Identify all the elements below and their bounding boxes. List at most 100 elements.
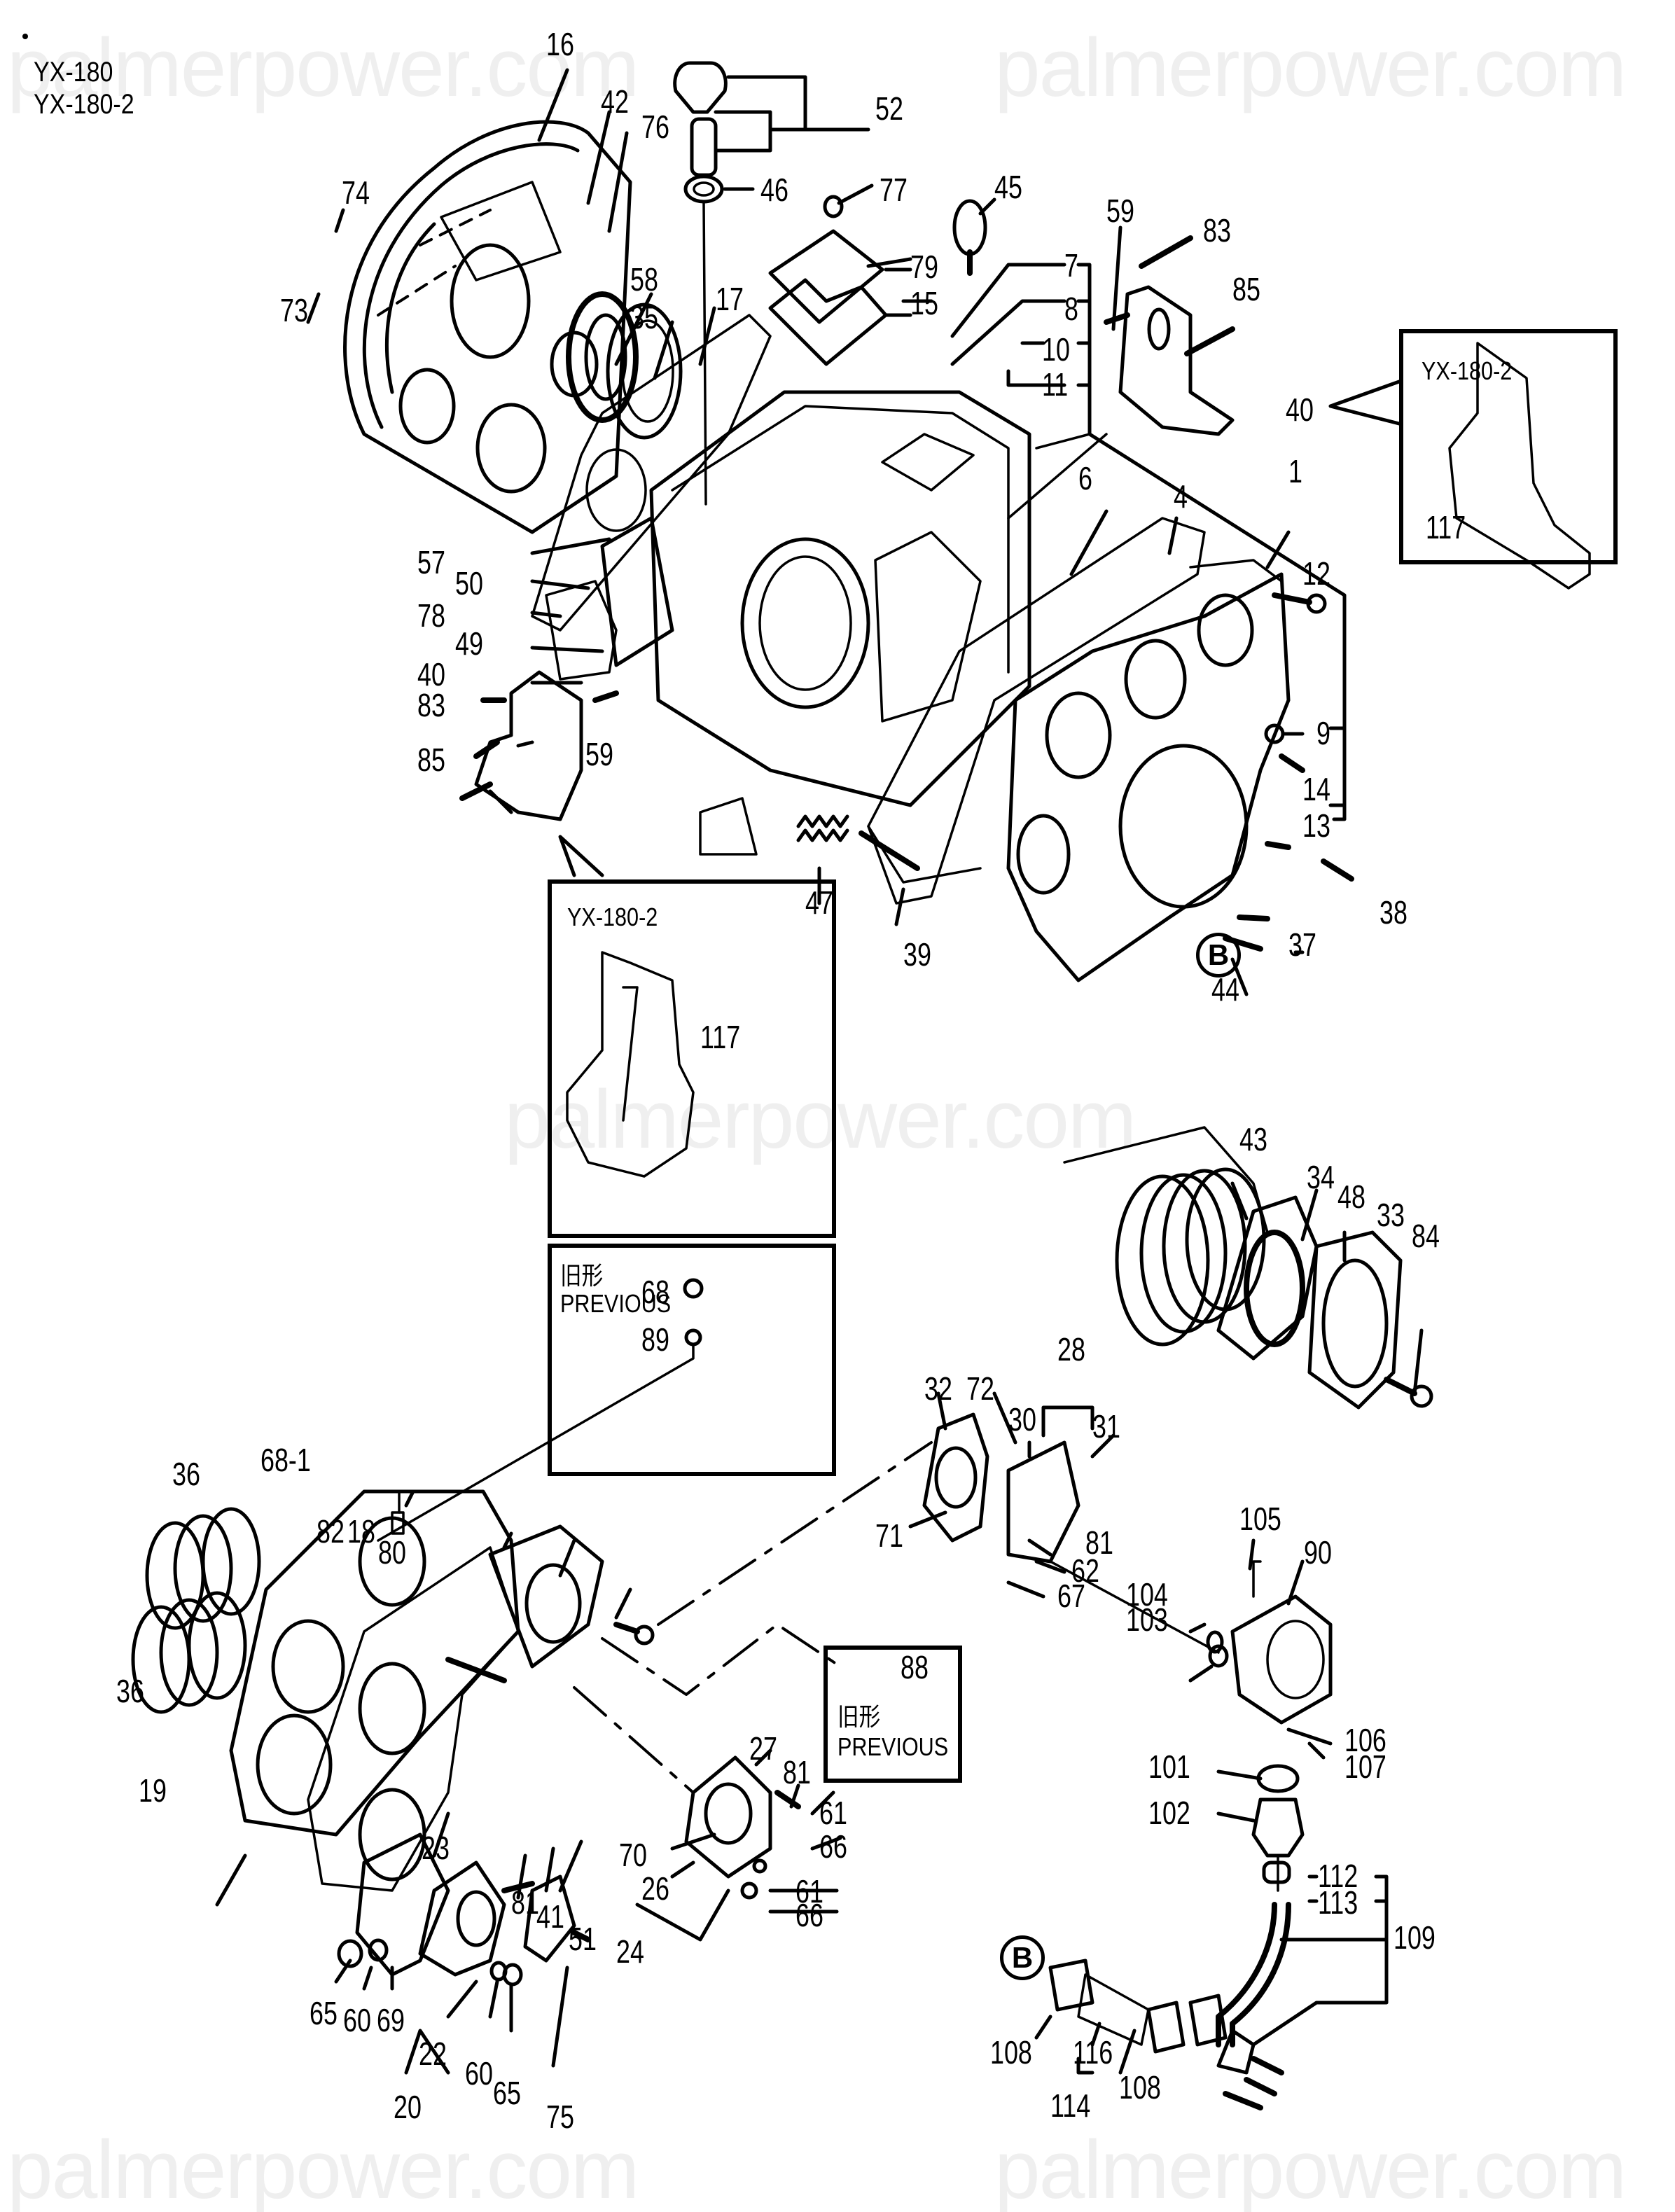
callout-112: 112: [1318, 1858, 1358, 1894]
callout-84: 84: [1412, 1218, 1440, 1254]
callout-44: 44: [1211, 971, 1239, 1008]
callout-117: 117: [700, 1019, 741, 1055]
callout-90: 90: [1304, 1534, 1332, 1571]
callout-67: 67: [1057, 1578, 1085, 1614]
callout-12: 12: [1302, 555, 1330, 592]
callout-61: 61: [795, 1873, 823, 1910]
model-title-1: YX-180: [34, 57, 113, 88]
callout-71: 71: [875, 1517, 903, 1554]
callout-62: 62: [1071, 1552, 1099, 1589]
callout-15: 15: [910, 285, 938, 321]
callout-70: 70: [619, 1837, 647, 1873]
watermark: palmerpower.com: [504, 1073, 1137, 1166]
callout-85: 85: [417, 742, 445, 778]
callout-89: 89: [641, 1321, 669, 1358]
callout-36: 36: [116, 1673, 144, 1709]
callout-68: 68: [641, 1274, 669, 1310]
callout-33: 33: [1377, 1197, 1405, 1233]
transmission-housing: [600, 390, 1031, 856]
inset-previous-pin: [823, 1646, 962, 1783]
flange-group: [1115, 1167, 1433, 1410]
callout-39: 39: [903, 936, 931, 973]
front-cover-plate: [1006, 559, 1291, 982]
callout-24: 24: [616, 1933, 644, 1970]
callout-35: 35: [630, 299, 658, 335]
callout-108: 108: [990, 2034, 1032, 2071]
watermark: palmerpower.com: [7, 2124, 639, 2212]
callout-104: 104: [1126, 1576, 1168, 1613]
callout-59: 59: [585, 736, 613, 772]
callout-50: 50: [455, 565, 483, 601]
callout-116: 116: [1073, 2034, 1113, 2071]
callout-106: 106: [1344, 1722, 1386, 1758]
callout-117: 117: [1426, 509, 1466, 545]
callout-38: 38: [1379, 894, 1408, 931]
callout-49: 49: [455, 625, 483, 662]
inset-title-cjk: 旧形: [837, 1702, 881, 1731]
inset-title-en: PREVIOUS: [837, 1732, 949, 1761]
callout-58: 58: [630, 261, 658, 298]
callout-7: 7: [1064, 247, 1078, 284]
callout-65: 65: [310, 1995, 338, 2031]
callout-27: 27: [749, 1730, 777, 1767]
callout-18: 18: [347, 1513, 375, 1550]
callout-9: 9: [1316, 715, 1330, 751]
corner-dot: [22, 34, 28, 39]
dipstick: [673, 61, 870, 506]
callout-20: 20: [394, 2089, 422, 2125]
callout-59: 59: [1106, 193, 1134, 229]
callout-52: 52: [875, 90, 903, 127]
callout-80: 80: [378, 1534, 406, 1571]
inset-previous-plug: [548, 1244, 836, 1476]
callout-51: 51: [569, 1921, 597, 1957]
flywheel-housing-plate: [343, 120, 632, 534]
callout-88: 88: [901, 1649, 929, 1685]
reference-mark-b: B: [1000, 1935, 1045, 1980]
callout-105: 105: [1239, 1501, 1281, 1537]
watermark: palmerpower.com: [994, 2124, 1627, 2212]
callout-66: 66: [819, 1828, 847, 1865]
callout-68-1: 68-1: [260, 1442, 311, 1478]
callout-113: 113: [1318, 1884, 1358, 1921]
callout-37: 37: [1288, 926, 1316, 963]
inset-title: YX-180-2: [567, 903, 658, 931]
callout-23: 23: [422, 1830, 450, 1866]
inset-title: YX-180-2: [1422, 356, 1513, 385]
callout-28: 28: [1057, 1331, 1085, 1368]
inset-yx180-2-left: [548, 879, 836, 1238]
callout-60: 60: [465, 2055, 493, 2092]
callout-69: 69: [377, 2002, 405, 2038]
callout-65: 65: [493, 2075, 521, 2111]
inset-title-cjk: 旧形: [560, 1261, 604, 1290]
inset-title-en: PREVIOUS: [560, 1289, 672, 1318]
callout-66: 66: [795, 1897, 823, 1933]
callout-47: 47: [805, 884, 833, 921]
callout-78: 78: [417, 597, 445, 634]
callout-22: 22: [419, 2036, 447, 2072]
callout-43: 43: [1239, 1121, 1267, 1157]
callout-103: 103: [1126, 1601, 1168, 1638]
callout-26: 26: [641, 1870, 669, 1907]
callout-4: 4: [1174, 478, 1188, 515]
callout-114: 114: [1050, 2087, 1091, 2124]
callout-45: 45: [994, 169, 1022, 205]
callout-13: 13: [1302, 807, 1330, 844]
callout-6: 6: [1078, 460, 1092, 496]
callout-85: 85: [1232, 271, 1260, 307]
callout-75: 75: [546, 2099, 574, 2135]
callout-77: 77: [880, 172, 908, 208]
callout-46: 46: [760, 172, 788, 208]
callout-48: 48: [1337, 1178, 1365, 1215]
callout-41: 41: [536, 1898, 564, 1935]
callout-19: 19: [139, 1772, 167, 1809]
callout-8: 8: [1064, 291, 1078, 327]
callout-1: 1: [1288, 453, 1302, 489]
callout-30: 30: [1008, 1401, 1036, 1438]
gear-case-cover: [229, 1489, 604, 1892]
callout-109: 109: [1393, 1919, 1436, 1956]
callout-102: 102: [1148, 1795, 1190, 1831]
callout-81: 81: [783, 1754, 811, 1790]
model-title-2: YX-180-2: [34, 89, 134, 120]
callout-57: 57: [417, 544, 445, 580]
